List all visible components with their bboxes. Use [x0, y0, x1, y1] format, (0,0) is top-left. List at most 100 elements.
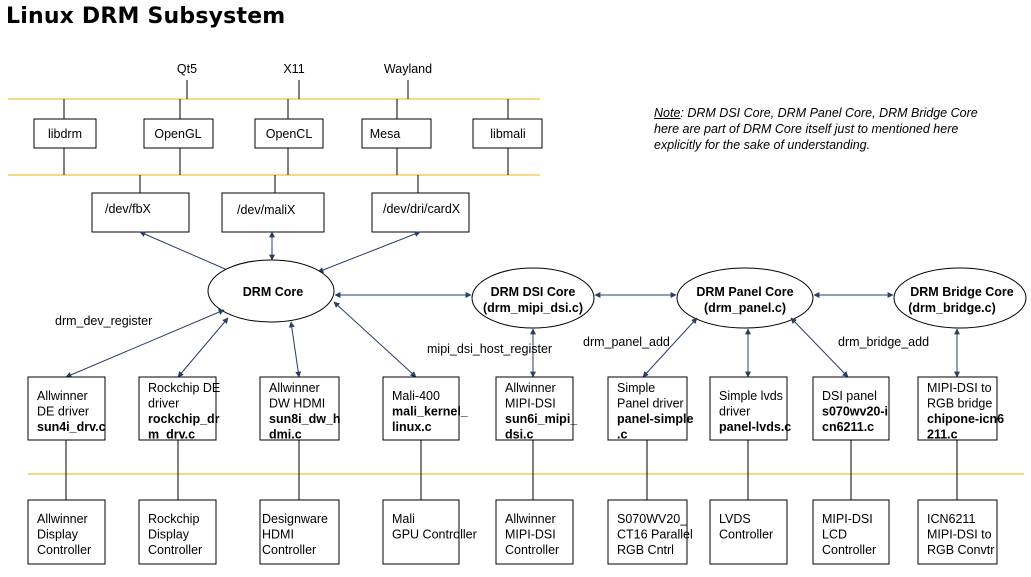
driver-line: MIPI-DSI to [927, 381, 992, 395]
arrow-drmcore-mali [333, 301, 417, 378]
hardware-line: Controller [262, 543, 316, 557]
driver-line: dmi.c [269, 428, 302, 442]
devnode-fbx-label: /dev/fbX [105, 202, 152, 216]
drm-core-label: DRM Core [243, 285, 303, 299]
hardware-line: RGB Convtr [927, 543, 994, 557]
driver-line: sun4i_drv.c [37, 420, 106, 434]
hardware-line: Controller [148, 543, 202, 557]
driver-line: MIPI-DSI [505, 397, 556, 411]
hardware-line: Allwinner [37, 512, 88, 526]
hardware-line: Controller [37, 543, 91, 557]
lib-box-libdrm [33, 118, 97, 149]
hardware-box-4 [495, 499, 574, 565]
lib-libmali-label: libmali [490, 127, 525, 141]
hardware-box-3 [382, 499, 460, 565]
edge-label-drm-dev-register: drm_dev_register [55, 314, 152, 328]
lib-opencl-label: OpenCL [266, 127, 313, 141]
drm-core-ellipse [207, 259, 335, 323]
hardware-box-5 [607, 499, 688, 565]
driver-line: m_drv.c [148, 428, 195, 442]
driver-box-1 [138, 376, 217, 441]
hardware-box-0 [27, 499, 106, 565]
arrow-cardx-drmcore [317, 231, 421, 273]
driver-line: Allwinner [505, 381, 556, 395]
hardware-line: MIPI-DSI [822, 512, 873, 526]
driver-line: Allwinner [269, 381, 320, 395]
driver-line: driver [719, 405, 750, 419]
lib-libdrm-label: libdrm [48, 127, 82, 141]
driver-line: chipone-icn6 [927, 412, 1004, 426]
hardware-line: Controller [505, 543, 559, 557]
driver-line: Simple lvds [719, 389, 783, 403]
driver-box-8 [917, 376, 998, 441]
drm-dsi-core-file: (drm_mipi_dsi.c) [483, 301, 583, 315]
driver-line: .c [617, 428, 627, 442]
driver-box-4 [495, 376, 574, 441]
driver-box-7 [812, 376, 890, 441]
driver-line: dsi.c [505, 428, 534, 442]
driver-line: driver [148, 397, 179, 411]
driver-line: mali_kernel_ [392, 405, 469, 419]
page-title: Linux DRM Subsystem [6, 4, 286, 29]
hardware-line: Display [37, 528, 79, 542]
driver-line: 211.c [927, 428, 958, 442]
lib-mesa-label: Mesa [370, 127, 401, 141]
driver-line: s070wv20-i [822, 405, 888, 419]
driver-box-5 [607, 376, 688, 441]
hardware-line: ICN6211 [927, 512, 975, 526]
arrow-fbx-drmcore [139, 231, 233, 273]
drm-bridge-core-file: (drm_bridge.c) [908, 301, 996, 315]
driver-line: Mali-400 [392, 389, 440, 403]
hardware-line: Rockchip [148, 512, 199, 526]
client-qt5-label: Qt5 [177, 62, 197, 76]
edge-label-drm-bridge-add: drm_bridge_add [838, 335, 929, 349]
driver-box-6 [709, 376, 788, 441]
hardware-line: CT16 Parallel [617, 528, 693, 542]
hardware-box-7 [812, 499, 890, 565]
hardware-box-6 [709, 499, 788, 565]
arrow-drmcore-rockchip [177, 317, 229, 378]
devnode-cardx-box [371, 192, 470, 233]
driver-line: panel-simple [617, 412, 693, 426]
hardware-line: Designware [262, 512, 328, 526]
hardware-line: RGB Cntrl [617, 543, 674, 557]
driver-line: DE driver [37, 405, 89, 419]
edge-label-drm-panel-add: drm_panel_add [583, 335, 670, 349]
driver-line: Rockchip DE [148, 381, 220, 395]
hardware-line: Controller [822, 543, 876, 557]
lib-opengl-label: OpenGL [154, 127, 201, 141]
driver-line: sun8i_dw_h [269, 412, 341, 426]
edge-label-mipi-dsi-host-register: mipi_dsi_host_register [427, 342, 552, 356]
hardware-line: GPU Controller [392, 528, 477, 542]
drm-panel-core-ellipse [676, 267, 814, 329]
devnode-cardx-label: /dev/dri/cardX [383, 202, 461, 216]
drm-dsi-core-ellipse [471, 267, 595, 329]
devnode-malix-box [221, 192, 325, 233]
driver-line: panel-lvds.c [719, 420, 791, 434]
lib-box-opencl [254, 118, 324, 149]
hardware-line: MIPI-DSI [505, 528, 556, 542]
devnode-malix-label: /dev/maliX [237, 203, 296, 217]
hardware-line: LVDS [719, 512, 751, 526]
hardware-boxes: AllwinnerDisplayControllerRockchipDispla… [27, 499, 998, 565]
lib-box-mesa [361, 118, 432, 149]
hardware-line: Allwinner [505, 512, 556, 526]
driver-line: DSI panel [822, 389, 877, 403]
note-label: Note [654, 106, 681, 120]
drm-bridge-core-label: DRM Bridge Core [910, 285, 1014, 299]
arrow-panelcore-dsipanel [790, 317, 849, 378]
drm-bridge-core-ellipse [893, 267, 1027, 329]
driver-line: DW HDMI [269, 397, 325, 411]
hardware-box-1 [138, 499, 217, 565]
arrow-drmcore-sun8i [288, 321, 302, 378]
drm-panel-core-file: (drm_panel.c) [704, 301, 786, 315]
driver-box-3 [382, 376, 460, 441]
hardware-line: MIPI-DSI to [927, 528, 992, 542]
lib-box-opengl [143, 118, 214, 149]
driver-line: linux.c [392, 420, 432, 434]
hardware-line: LCD [822, 528, 847, 542]
hardware-line: Controller [719, 528, 773, 542]
hardware-box-2 [259, 499, 340, 565]
drm-panel-core-label: DRM Panel Core [696, 285, 793, 299]
